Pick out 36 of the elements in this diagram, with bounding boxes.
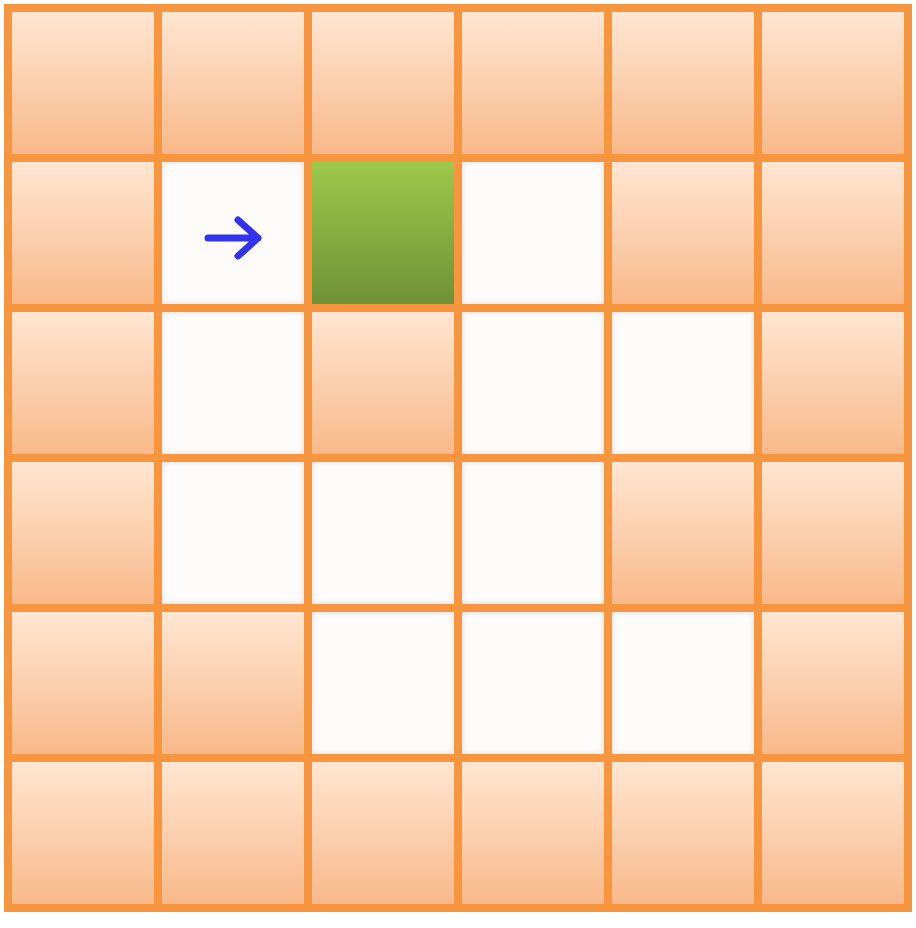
path-tile [608,608,758,758]
wall-tile [8,758,158,908]
wall-tile [158,758,308,908]
wall-tile [308,308,458,458]
path-tile [458,608,608,758]
wall-tile [758,158,908,308]
path-tile [608,308,758,458]
wall-tile [608,158,758,308]
wall-tile [8,308,158,458]
wall-tile [8,158,158,308]
wall-tile [458,8,608,158]
wall-tile [8,8,158,158]
wall-tile [158,608,308,758]
wall-tile [758,308,908,458]
wall-tile [8,458,158,608]
wall-tile [308,758,458,908]
wall-tile [308,8,458,158]
wall-tile [608,458,758,608]
wall-tile [758,758,908,908]
wall-tile [458,758,608,908]
path-tile [308,608,458,758]
path-tile [458,308,608,458]
wall-tile [758,458,908,608]
goal-tile [308,158,458,308]
wall-tile [758,8,908,158]
path-tile [158,458,308,608]
path-tile [158,158,308,308]
path-tile [308,458,458,608]
wall-tile [758,608,908,758]
wall-tile [608,758,758,908]
wall-tile [8,608,158,758]
path-tile [158,308,308,458]
path-tile [458,458,608,608]
path-tile [458,158,608,308]
wall-tile [608,8,758,158]
wall-tile [158,8,308,158]
